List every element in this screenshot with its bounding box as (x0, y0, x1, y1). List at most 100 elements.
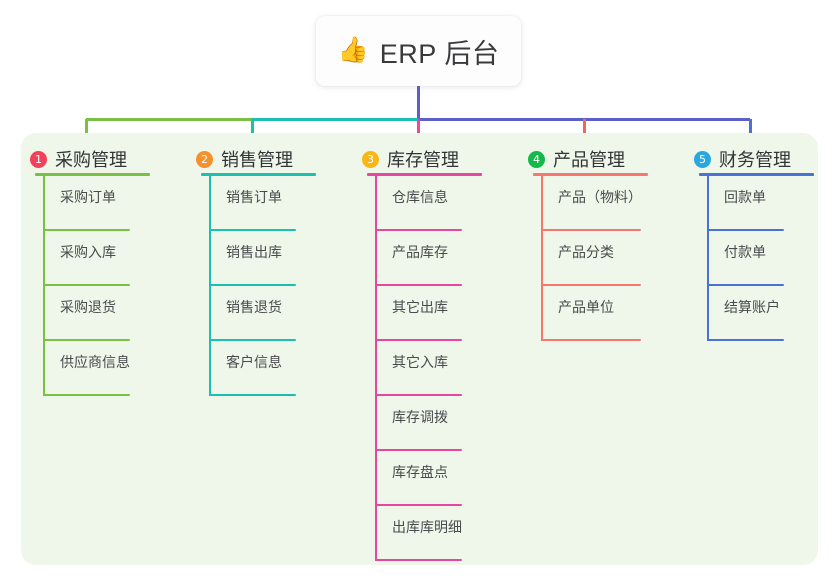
leaf-underline (375, 284, 462, 286)
leaf-item-label: 其它入库 (392, 354, 448, 370)
leaf-item-label: 库存盘点 (392, 464, 448, 480)
leaf-item-label: 产品（物料） (558, 189, 642, 205)
leaf-item[interactable]: 其它入库 (362, 341, 462, 396)
leaf-underline (375, 449, 462, 451)
category-title: 销售管理 (221, 150, 293, 170)
leaf-underline (209, 394, 296, 396)
leaf-underline (43, 284, 130, 286)
leaf-underline (375, 394, 462, 396)
leaf-item[interactable]: 客户信息 (196, 341, 296, 396)
leaf-underline (707, 229, 784, 231)
leaf-item-label: 采购入库 (60, 244, 116, 260)
leaf-list: 回款单付款单结算账户 (694, 176, 791, 341)
leaf-item-label: 产品库存 (392, 244, 448, 260)
leaf-item-label: 仓库信息 (392, 189, 448, 205)
leaf-underline (375, 229, 462, 231)
thumbs-up-icon: 👍 (337, 35, 369, 64)
leaf-item[interactable]: 库存盘点 (362, 451, 462, 506)
category-number-badge: 1 (30, 150, 47, 168)
category-number-badge: 3 (362, 150, 379, 168)
leaf-item[interactable]: 付款单 (694, 231, 791, 286)
category-column-1: 1 采购管理采购订单采购入库采购退货供应商信息 (30, 142, 150, 396)
leaf-list: 采购订单采购入库采购退货供应商信息 (30, 176, 130, 396)
leaf-item[interactable]: 结算账户 (694, 286, 791, 341)
leaf-item-label: 采购订单 (60, 189, 116, 205)
leaf-item[interactable]: 供应商信息 (30, 341, 130, 396)
category-header-2[interactable]: 2 销售管理 (196, 142, 316, 176)
leaf-item[interactable]: 采购入库 (30, 231, 130, 286)
leaf-item[interactable]: 销售订单 (196, 176, 296, 231)
leaf-spine (541, 176, 543, 341)
leaf-item[interactable]: 回款单 (694, 176, 791, 231)
category-underline (367, 173, 482, 176)
leaf-item-label: 供应商信息 (60, 354, 130, 370)
categories-panel (21, 133, 818, 565)
leaf-item[interactable]: 仓库信息 (362, 176, 462, 231)
leaf-underline (707, 339, 784, 341)
leaf-item-label: 付款单 (724, 244, 766, 260)
leaf-item[interactable]: 产品单位 (528, 286, 641, 341)
leaf-item[interactable]: 产品分类 (528, 231, 641, 286)
leaf-item[interactable]: 库存调拨 (362, 396, 462, 451)
category-column-4: 4 产品管理产品（物料） 产品分类产品单位 (528, 142, 648, 341)
leaf-underline (541, 339, 641, 341)
leaf-list: 销售订单销售出库销售退货客户信息 (196, 176, 296, 396)
leaf-item-label: 产品单位 (558, 299, 614, 315)
leaf-list: 仓库信息产品库存其它出库其它入库库存调拨库存盘点出库库明细 (362, 176, 462, 561)
category-underline (201, 173, 316, 176)
category-header-3[interactable]: 3 库存管理 (362, 142, 482, 176)
leaf-spine (43, 176, 45, 396)
leaf-item[interactable]: 产品（物料） (528, 176, 642, 231)
leaf-underline (375, 339, 462, 341)
leaf-underline (375, 559, 462, 561)
leaf-item[interactable]: 采购退货 (30, 286, 130, 341)
category-column-3: 3 库存管理仓库信息产品库存其它出库其它入库库存调拨库存盘点出库库明细 (362, 142, 482, 561)
leaf-spine (707, 176, 709, 341)
category-header-4[interactable]: 4 产品管理 (528, 142, 648, 176)
leaf-item-label: 销售退货 (226, 299, 282, 315)
category-underline (35, 173, 150, 176)
leaf-item-label: 结算账户 (724, 299, 780, 315)
leaf-underline (43, 394, 130, 396)
leaf-item[interactable]: 销售出库 (196, 231, 296, 286)
category-number-badge: 2 (196, 150, 213, 168)
category-title: 库存管理 (387, 150, 459, 170)
category-number-badge: 5 (694, 150, 711, 168)
leaf-underline (209, 339, 296, 341)
leaf-item[interactable]: 其它出库 (362, 286, 462, 341)
leaf-item-label: 销售出库 (226, 244, 282, 260)
leaf-item[interactable]: 采购订单 (30, 176, 130, 231)
leaf-item[interactable]: 销售退货 (196, 286, 296, 341)
root-node-title: ERP 后台 (379, 38, 500, 69)
leaf-item-label: 出库库明细 (392, 519, 462, 535)
leaf-item-label: 产品分类 (558, 244, 614, 260)
leaf-underline (707, 284, 784, 286)
root-node-erp-backend[interactable]: 👍 ERP 后台 (316, 16, 521, 86)
leaf-item-label: 采购退货 (60, 299, 116, 315)
leaf-item-label: 库存调拨 (392, 409, 448, 425)
leaf-list: 产品（物料） 产品分类产品单位 (528, 176, 642, 341)
leaf-underline (209, 229, 296, 231)
category-column-2: 2 销售管理销售订单销售出库销售退货客户信息 (196, 142, 316, 396)
leaf-underline (43, 229, 130, 231)
category-underline (533, 173, 648, 176)
leaf-item-label: 其它出库 (392, 299, 448, 315)
leaf-underline (541, 229, 641, 231)
leaf-item-label: 销售订单 (226, 189, 282, 205)
leaf-underline (43, 339, 130, 341)
leaf-item[interactable]: 出库库明细 (362, 506, 462, 561)
leaf-spine (209, 176, 211, 396)
category-title: 产品管理 (553, 150, 625, 170)
leaf-item-label: 回款单 (724, 189, 766, 205)
category-header-1[interactable]: 1 采购管理 (30, 142, 150, 176)
leaf-spine (375, 176, 377, 561)
category-number-badge: 4 (528, 150, 545, 168)
category-title: 采购管理 (55, 150, 127, 170)
category-underline (699, 173, 814, 176)
leaf-underline (541, 284, 641, 286)
leaf-underline (375, 504, 462, 506)
leaf-item[interactable]: 产品库存 (362, 231, 462, 286)
